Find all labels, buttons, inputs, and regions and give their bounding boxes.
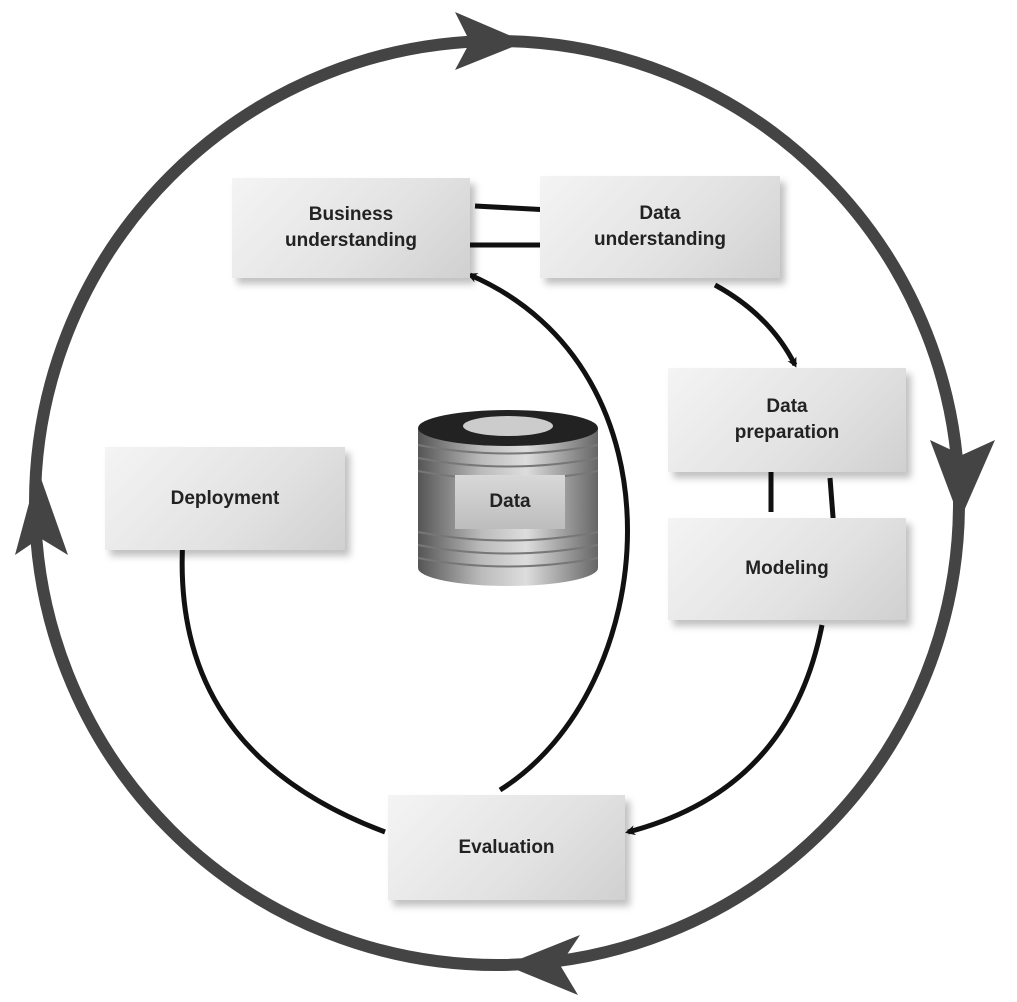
arrow-business-to-data-understanding	[474, 203, 553, 215]
cycle-arrowhead-top	[455, 12, 525, 70]
phase-data-preparation[interactable]: Data preparation	[668, 368, 906, 472]
cycle-arrowhead-left	[15, 470, 68, 555]
data-store-label: Data	[455, 475, 565, 529]
phase-evaluation[interactable]: Evaluation	[388, 795, 625, 900]
arrow-evaluation-to-deployment	[177, 534, 386, 835]
cycle-arrowhead-right	[930, 440, 995, 520]
phase-business-understanding[interactable]: Business understanding	[232, 178, 470, 278]
phase-modeling[interactable]: Modeling	[668, 518, 906, 620]
arrow-modeling-to-evaluation	[625, 624, 825, 836]
phase-data-understanding[interactable]: Data understanding	[540, 176, 780, 278]
arrow-evaluation-to-business	[467, 272, 630, 793]
arrow-data-understanding-to-preparation	[713, 282, 798, 368]
phase-deployment[interactable]: Deployment	[105, 447, 345, 550]
cycle-arrowhead-bottom	[505, 935, 580, 995]
